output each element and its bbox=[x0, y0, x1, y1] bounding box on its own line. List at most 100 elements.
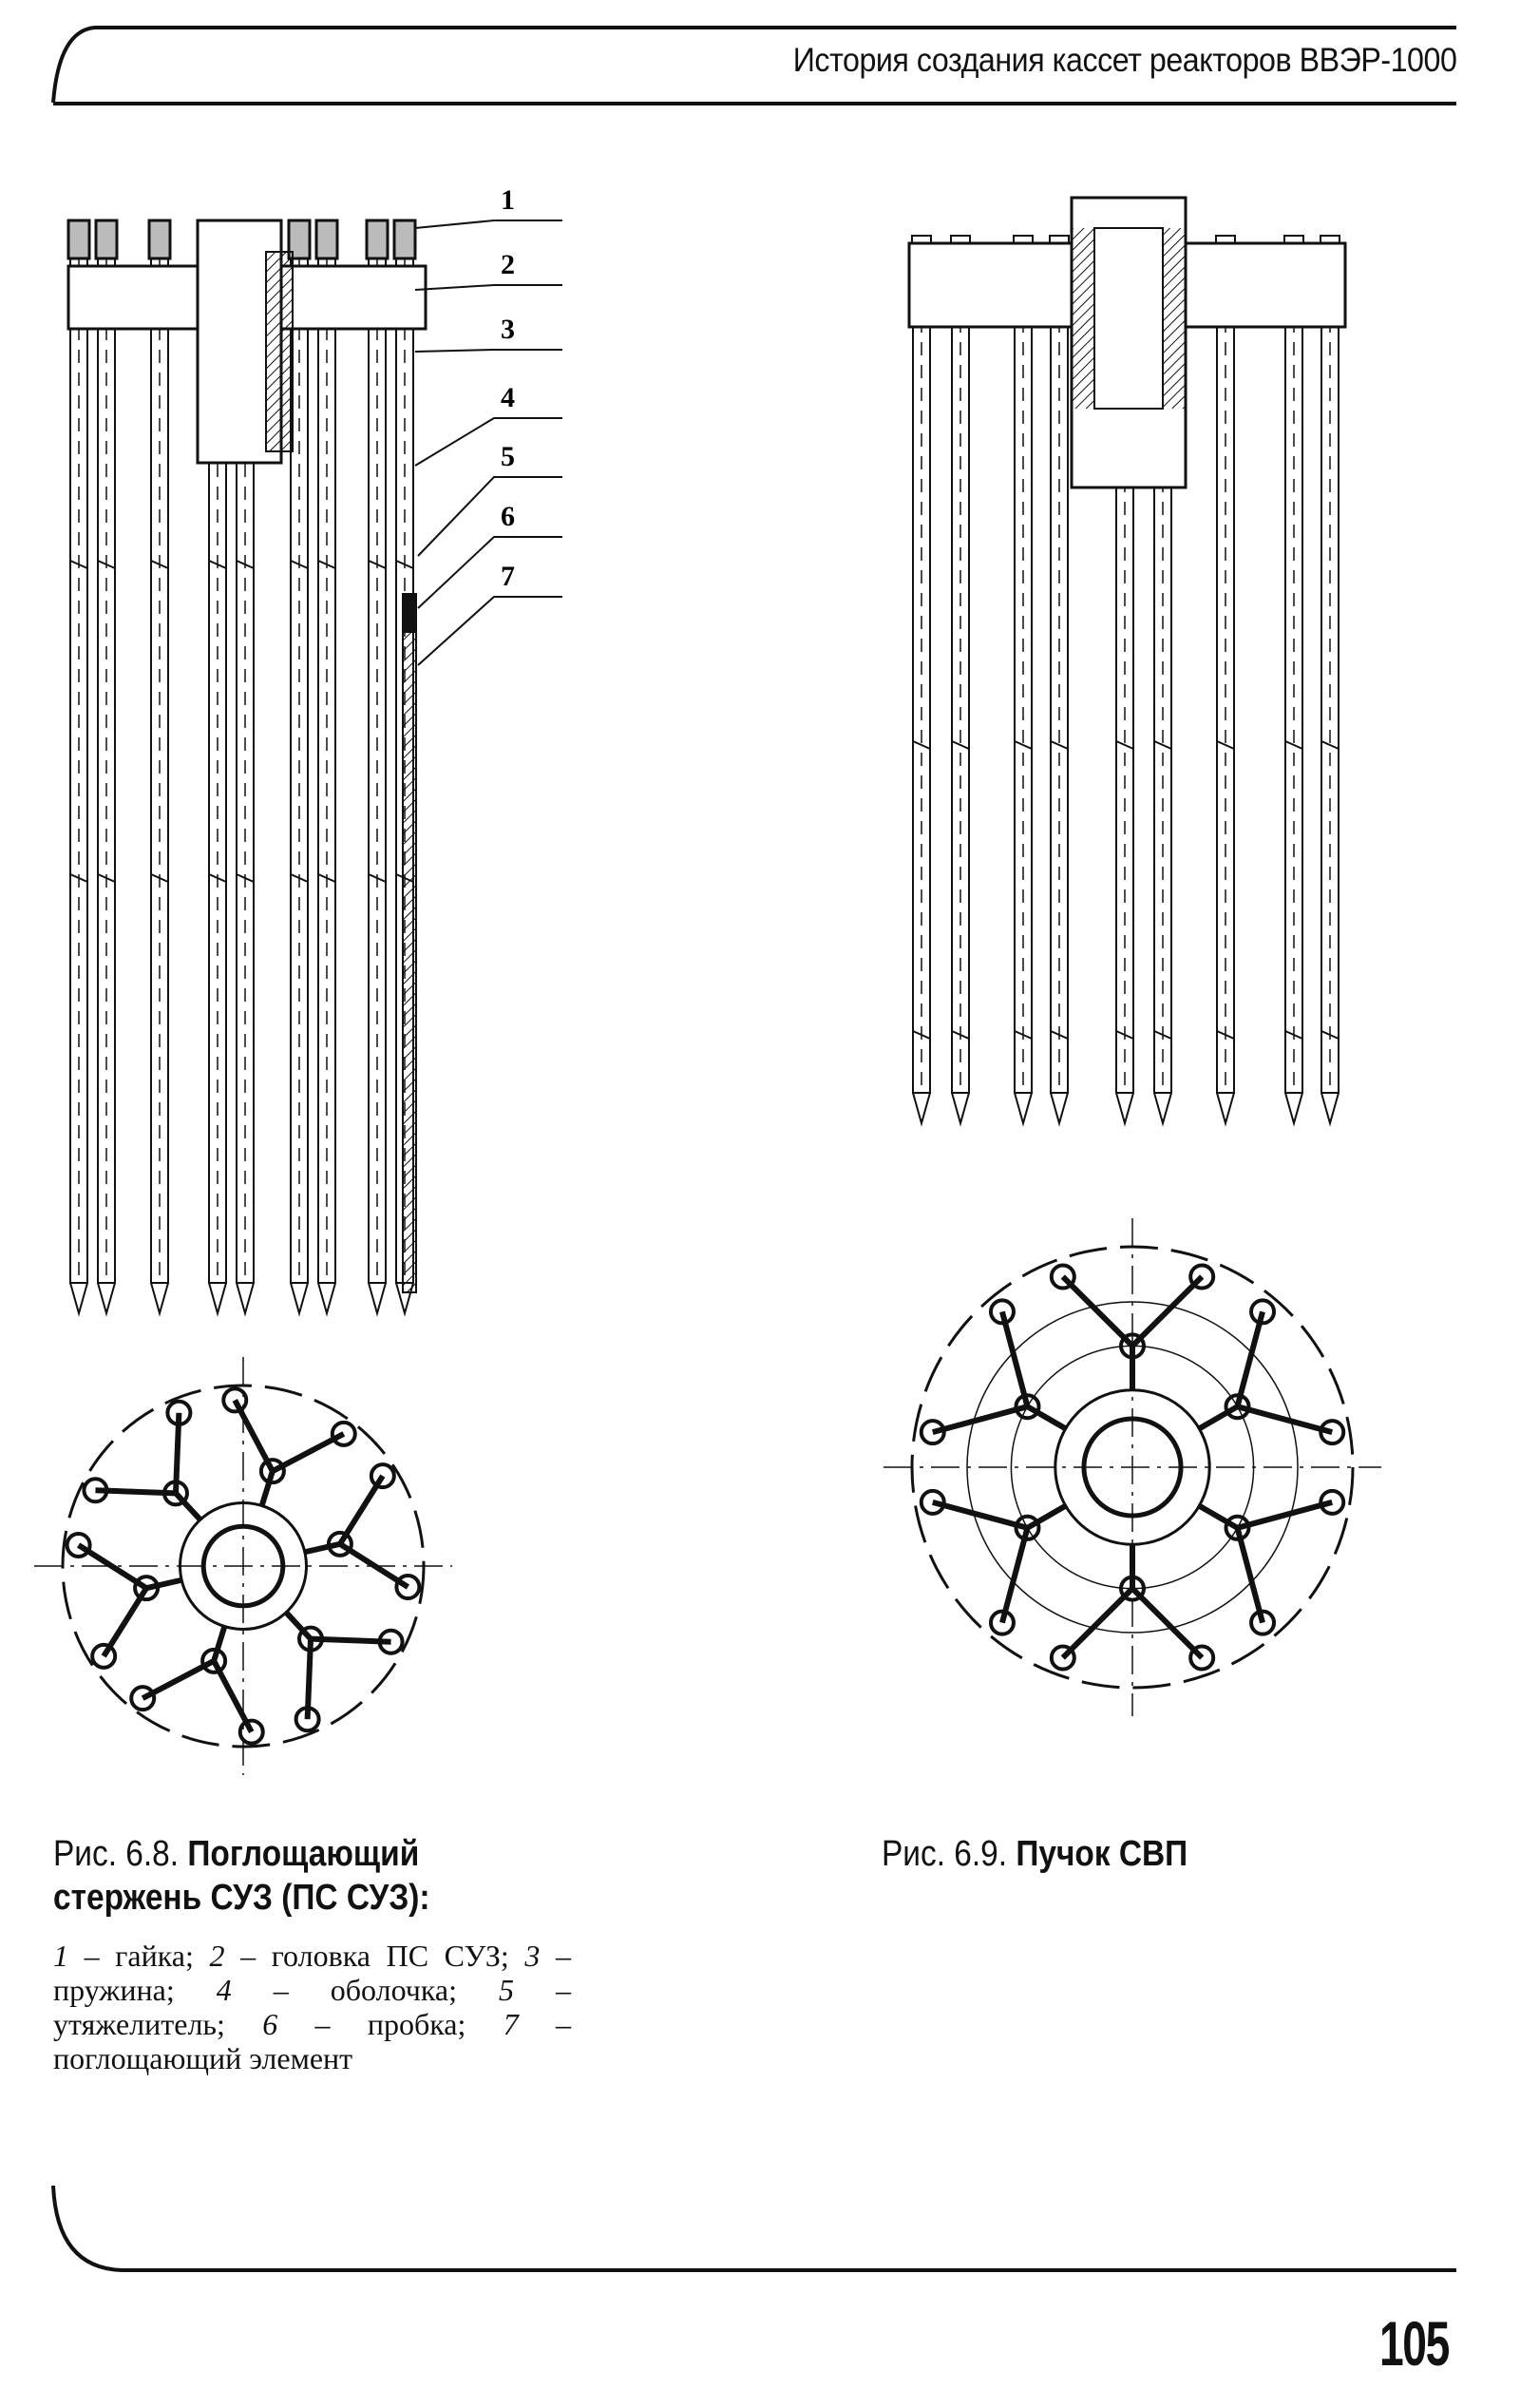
figure-6-8-caption: Рис. 6.8. Поглощающий стержень СУЗ (ПС С… bbox=[53, 1832, 572, 1920]
nut bbox=[94, 219, 119, 260]
spoke bbox=[271, 1431, 346, 1474]
spoke bbox=[1060, 1274, 1135, 1348]
caption-prefix: Рис. 6.9. bbox=[882, 1834, 1008, 1874]
legend-text: – пробка; bbox=[277, 2007, 504, 2041]
spoke bbox=[211, 1659, 255, 1733]
figure-6-8-legend: 1 – гайка; 2 – головка ПС СУЗ; 3 – пружи… bbox=[53, 1939, 571, 2075]
spoke bbox=[1025, 1503, 1068, 1531]
rod-position bbox=[200, 1647, 228, 1674]
spoke bbox=[304, 1540, 341, 1556]
rod-tip bbox=[317, 1282, 336, 1317]
legend-text: – головка ПС СУЗ; bbox=[224, 1939, 525, 1973]
nut bbox=[392, 219, 417, 260]
figure-6-9-bundle-drawing bbox=[907, 196, 1347, 1127]
callout-leader bbox=[417, 476, 562, 557]
rod-position bbox=[988, 1609, 1016, 1636]
rod-position bbox=[919, 1419, 946, 1446]
rod-tip bbox=[1320, 1092, 1340, 1127]
rod-position bbox=[330, 1420, 357, 1447]
caption-prefix: Рис. 6.8. bbox=[53, 1834, 180, 1874]
footer-rule bbox=[51, 2185, 1456, 2272]
spoke bbox=[1234, 1527, 1265, 1624]
callout-label: 7 bbox=[501, 561, 515, 592]
spoke bbox=[211, 1625, 228, 1662]
rod-position bbox=[294, 1706, 321, 1733]
rod-joint bbox=[1153, 740, 1172, 750]
spoke bbox=[145, 1577, 182, 1592]
spoke bbox=[338, 1541, 410, 1590]
nut bbox=[314, 219, 339, 260]
rod-joint bbox=[912, 740, 931, 750]
rod-joint bbox=[1014, 740, 1033, 750]
figure-6-8-rod-drawing bbox=[66, 219, 428, 1317]
rod-position bbox=[377, 1628, 405, 1655]
nut bbox=[365, 219, 390, 260]
rod-position bbox=[1319, 1419, 1346, 1446]
rod-position bbox=[1224, 1514, 1251, 1541]
spoke bbox=[258, 1470, 276, 1507]
spoke bbox=[310, 1635, 391, 1645]
rod-position bbox=[1049, 1263, 1076, 1290]
spoke bbox=[1236, 1499, 1334, 1531]
caption-title: Поглощающий стержень СУЗ (ПС СУЗ): bbox=[53, 1834, 430, 1918]
callout-label: 2 bbox=[501, 249, 515, 280]
rod-joint bbox=[1115, 740, 1134, 750]
callout-label: 5 bbox=[501, 441, 515, 472]
spoke bbox=[232, 1399, 276, 1473]
spoke bbox=[1197, 1404, 1240, 1431]
rod-tip bbox=[1284, 1092, 1303, 1127]
spoke bbox=[1025, 1404, 1068, 1431]
figure-6-8-cross-section bbox=[34, 1357, 452, 1775]
rod-position bbox=[133, 1575, 161, 1602]
rod-tip bbox=[290, 1282, 309, 1317]
rod-position bbox=[65, 1531, 92, 1558]
rod-tip bbox=[1153, 1092, 1172, 1127]
absorber-element bbox=[402, 607, 417, 1293]
legend-text: – гайка; bbox=[68, 1939, 210, 1973]
running-title: История создания кассет реакторов ВВЭР-1… bbox=[792, 42, 1456, 79]
callout-leader bbox=[414, 284, 562, 291]
rod-position bbox=[129, 1685, 157, 1712]
spoke bbox=[76, 1542, 148, 1591]
rod-tip bbox=[1050, 1092, 1069, 1127]
rod-position bbox=[1224, 1393, 1251, 1421]
rod-position bbox=[919, 1488, 946, 1516]
rod-tip bbox=[912, 1092, 931, 1127]
rod-tip bbox=[1216, 1092, 1235, 1127]
rod-position bbox=[90, 1642, 118, 1670]
rod-position bbox=[326, 1530, 353, 1558]
rod-position bbox=[82, 1477, 109, 1504]
rod-position bbox=[988, 1298, 1016, 1326]
rod-position bbox=[238, 1718, 265, 1746]
page-number: 105 bbox=[1379, 2308, 1450, 2379]
spring bbox=[265, 251, 294, 452]
spoke bbox=[999, 1310, 1031, 1407]
callout-label: 4 bbox=[501, 382, 515, 413]
legend-text: – утяжелитель; bbox=[53, 1973, 572, 2041]
legend-number: 7 bbox=[503, 2007, 519, 2041]
legend-text: – оболочка; bbox=[231, 1973, 500, 2007]
legend-number: 6 bbox=[262, 2007, 278, 2041]
rod-position bbox=[1049, 1644, 1076, 1672]
callout-leader bbox=[417, 596, 562, 666]
rod-tip bbox=[1014, 1092, 1033, 1127]
rod-joint bbox=[951, 740, 970, 750]
legend-text: – пружина; bbox=[53, 1939, 572, 2007]
rod-position bbox=[1319, 1488, 1346, 1516]
legend-text: – поглощающий элемент bbox=[53, 2007, 572, 2075]
rod-position bbox=[1249, 1609, 1277, 1636]
guide-ring bbox=[1010, 1345, 1255, 1590]
rod-position bbox=[394, 1574, 422, 1601]
spoke bbox=[1197, 1503, 1240, 1531]
spoke bbox=[1060, 1586, 1135, 1660]
rod-position bbox=[1188, 1263, 1216, 1290]
callout-leader bbox=[417, 536, 562, 609]
rod-position bbox=[1188, 1644, 1216, 1672]
plug bbox=[402, 593, 417, 633]
rod-joint bbox=[1284, 740, 1303, 750]
rod-joint bbox=[1216, 740, 1235, 750]
callout-label: 6 bbox=[501, 501, 515, 532]
spoke bbox=[999, 1527, 1031, 1624]
